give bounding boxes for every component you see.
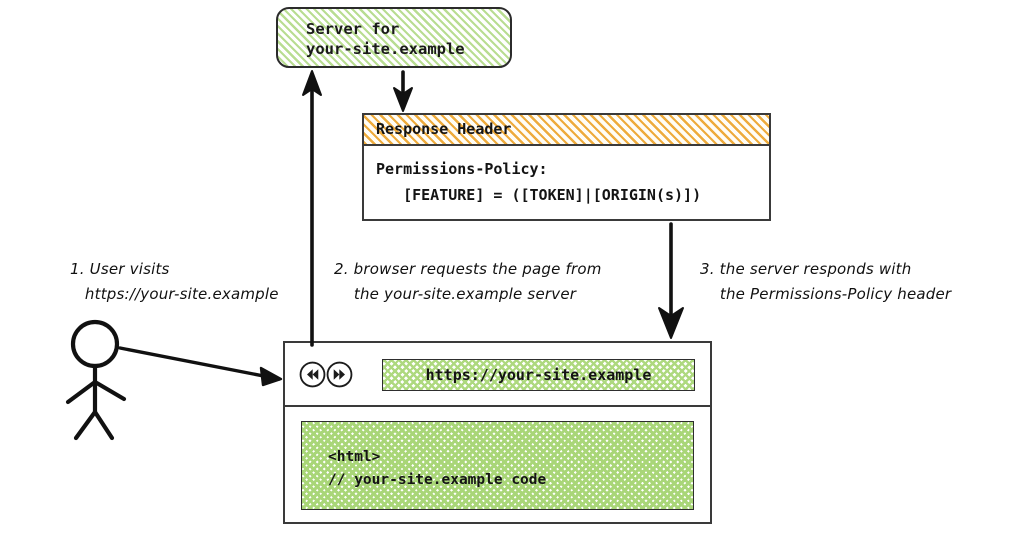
arrow-browser-to-server [302, 70, 322, 347]
annotation-step-1: 1. User visits https://your-site.example [70, 260, 279, 303]
user-stick-figure [65, 319, 127, 441]
response-header-body: Permissions-Policy: [FEATURE] = ([TOKEN]… [376, 160, 702, 204]
browser-toolbar: https://your-site.example [285, 343, 710, 407]
stick-figure-right-leg [92, 409, 115, 441]
response-header-title: Response Header [376, 120, 512, 138]
browser-page-content: <html> // your-site.example code [301, 421, 694, 510]
annotation-step-2: 2. browser requests the page from the yo… [334, 260, 602, 303]
response-header-title-bar [364, 115, 769, 146]
fast-forward-circle-icon[interactable] [326, 361, 353, 388]
url-bar[interactable]: https://your-site.example [382, 359, 695, 391]
response-header-card: Response Header Permissions-Policy: [FEA… [362, 113, 771, 221]
server-node [276, 7, 512, 68]
annotation-step-3: 3. the server responds with the Permissi… [700, 260, 952, 303]
stick-figure-head [70, 319, 120, 369]
arrow-server-to-response-header [393, 70, 413, 112]
stick-figure-left-arm [65, 379, 98, 405]
url-bar-value: https://your-site.example [425, 366, 652, 384]
arrow-user-to-browser [118, 346, 283, 387]
rewind-circle-icon[interactable] [299, 361, 326, 388]
stick-figure-right-arm [92, 379, 127, 402]
server-node-label: Server for your-site.example [306, 20, 465, 58]
browser-window: https://your-site.example <html> // your… [283, 341, 712, 524]
stick-figure-left-leg [73, 409, 98, 441]
arrow-response-header-to-browser [658, 222, 684, 339]
page-content-code: <html> // your-site.example code [328, 449, 547, 488]
